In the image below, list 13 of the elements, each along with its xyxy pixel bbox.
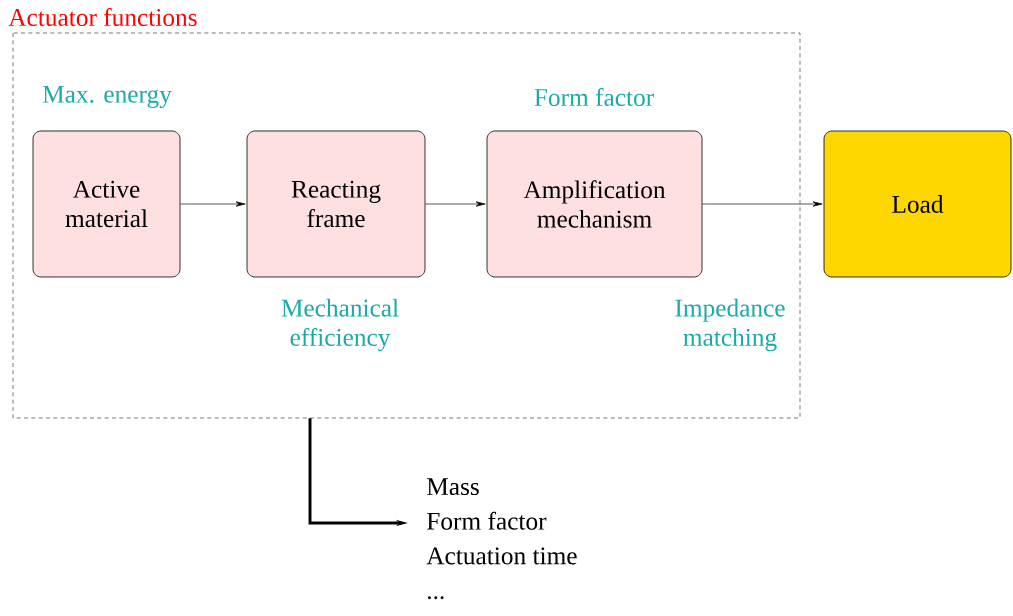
process-box: Load xyxy=(823,130,1012,278)
arrow xyxy=(702,201,823,207)
annotation-text: Max. energy xyxy=(42,85,172,108)
frame-title: Actuator functions xyxy=(8,7,197,27)
arrow xyxy=(425,201,486,207)
annotation-text: Impedance matching xyxy=(675,298,785,352)
annotation-text: Form factor xyxy=(534,87,654,107)
process-box: Reacting frame xyxy=(246,130,426,278)
process-box: Active material xyxy=(32,130,181,278)
annotation-text: Mechanical efficiency xyxy=(281,298,399,352)
process-box: Amplification mechanism xyxy=(486,130,703,278)
text-list: Mass Form factor Actuation time ... xyxy=(426,478,577,600)
arrow xyxy=(180,201,246,207)
